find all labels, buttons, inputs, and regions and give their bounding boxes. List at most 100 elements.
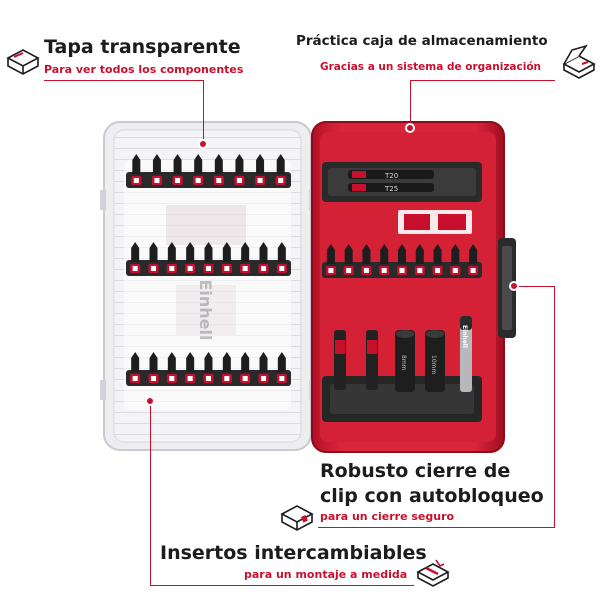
lid-logo <box>166 205 246 335</box>
storage-callout-line <box>410 80 555 81</box>
t-bit-holder <box>322 162 482 202</box>
bit-logo <box>363 268 369 273</box>
bit <box>398 244 406 264</box>
bit-logo <box>346 268 352 273</box>
bit <box>344 244 353 264</box>
bit <box>186 352 195 372</box>
inserts-callout-title: Insertos intercambiables <box>160 542 427 564</box>
red-storage-box <box>311 121 505 453</box>
bit-label: T20 <box>384 172 398 180</box>
bit-logo <box>169 376 175 381</box>
bit-logo <box>133 178 139 183</box>
lid-watermark: Einhell <box>196 279 215 340</box>
bit-logo <box>399 268 405 273</box>
bit <box>277 352 286 372</box>
bit <box>167 352 176 372</box>
nut-setter-top <box>396 330 414 338</box>
bit <box>276 154 285 174</box>
open-box-icon <box>562 44 596 79</box>
bit-logo <box>236 178 242 183</box>
bit-logo <box>169 266 175 271</box>
clip-callout-line <box>318 527 555 528</box>
bit <box>433 244 442 264</box>
bit-logo <box>242 266 248 271</box>
insert-tray-icon <box>416 559 450 587</box>
inserts-callout-dot <box>145 396 155 406</box>
bit-logo <box>132 376 138 381</box>
bit-logo <box>175 178 181 183</box>
lid-callout-dot <box>198 139 208 149</box>
bit-logo <box>261 266 266 271</box>
bit-logo <box>154 178 160 183</box>
bit-logo <box>187 266 193 271</box>
bit <box>173 154 182 174</box>
clip-callout-dot <box>509 281 519 291</box>
bit-logo <box>195 178 201 183</box>
bit <box>186 242 195 262</box>
bit <box>241 352 250 372</box>
bit-holder <box>366 330 378 390</box>
bit-logo <box>261 376 266 381</box>
nut-label: 8mm <box>400 355 407 371</box>
bit-logo <box>278 178 284 183</box>
bit-logo <box>470 268 476 273</box>
clip-latch <box>498 238 516 338</box>
magnetic-holder-tip <box>460 316 472 330</box>
clip-callout-title-line1: Robusto cierre de <box>320 460 511 482</box>
inserts-callout-line <box>150 585 414 586</box>
storage-callout-dot <box>405 123 415 133</box>
bit <box>131 352 140 372</box>
bit-logo <box>224 266 230 271</box>
bit-logo <box>206 266 211 271</box>
bit-logo <box>216 178 222 183</box>
bit <box>131 242 140 262</box>
bit-logo <box>132 266 138 271</box>
storage-callout-title: Práctica caja de almacenamiento <box>296 33 548 49</box>
bit <box>451 244 460 264</box>
latched-box-icon <box>280 505 314 531</box>
bit-holder-band <box>335 340 345 354</box>
socket-set <box>334 316 472 392</box>
bit <box>259 242 268 262</box>
bit-logo <box>279 376 285 381</box>
bit <box>152 154 161 174</box>
nut-setter <box>395 330 415 392</box>
nut-label: 10mm <box>430 355 437 374</box>
bit-label: T25 <box>384 185 398 193</box>
bit <box>469 244 478 264</box>
bit <box>204 352 213 372</box>
bit <box>149 352 158 372</box>
bit-logo <box>257 178 263 183</box>
bit <box>259 352 268 372</box>
bit-logo <box>151 266 156 271</box>
bit <box>380 244 389 264</box>
magnetic-holder <box>460 316 472 392</box>
box-logo <box>398 210 472 234</box>
lid-callout-line <box>203 80 204 144</box>
bit-logo <box>187 376 193 381</box>
bit <box>235 154 244 174</box>
clip-callout-subtitle: para un cierre seguro <box>320 510 455 523</box>
clip-callout-line <box>554 286 555 528</box>
bit <box>241 242 250 262</box>
bit-logo <box>328 268 334 273</box>
bit-logo <box>435 268 441 273</box>
lid-bit-row-1-holder <box>126 172 291 188</box>
bit-logo <box>417 268 423 273</box>
bit <box>222 352 231 372</box>
bit <box>194 154 203 174</box>
bit-rows <box>126 154 482 386</box>
bit-holder-band <box>367 340 377 354</box>
bit <box>256 154 265 174</box>
bit <box>149 242 158 262</box>
bit <box>204 242 213 262</box>
bit <box>415 244 424 264</box>
inserts-callout-subtitle: para un montaje a medida <box>244 568 408 581</box>
bit-logo <box>381 268 387 273</box>
storage-callout-line <box>410 80 411 126</box>
inserts-callout-line <box>150 400 151 586</box>
clip-callout-title-line2: clip con autobloqueo <box>320 485 544 507</box>
storage-callout-subtitle: Gracias a un sistema de organización <box>320 61 542 73</box>
bit-logo <box>242 376 248 381</box>
bit-logo <box>279 266 285 271</box>
